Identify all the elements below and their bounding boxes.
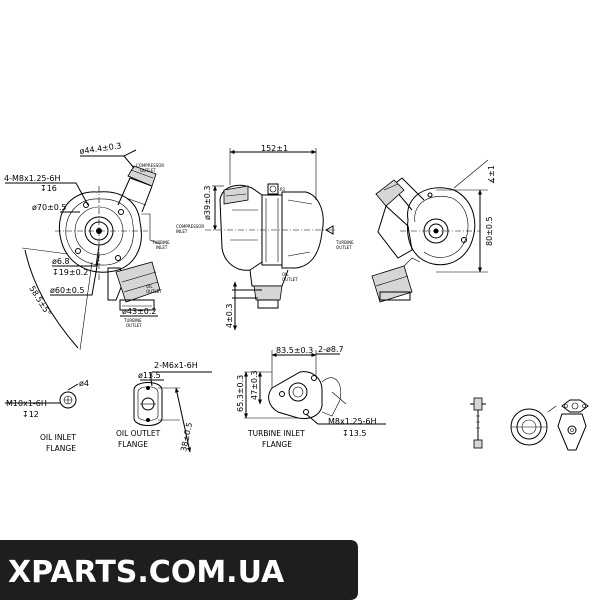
diameter-39: ø39±0.3 xyxy=(203,186,212,221)
diameter-70: ø70±0.5 xyxy=(32,203,67,212)
thread-callout: 4-M8x1.25-6H xyxy=(4,174,61,183)
oil-inlet-caption-1: OIL INLET xyxy=(40,433,76,442)
oil-outlet-label-2: OUTLET xyxy=(146,289,162,294)
oil-outlet-thread: 2-M6x1-6H xyxy=(154,361,198,370)
oil-inlet-caption-2: FLANGE xyxy=(46,444,76,453)
diameter-60: ø60±0.5 xyxy=(50,286,85,295)
thread-depth: ↧16 xyxy=(40,184,57,193)
dimension-4: 4±0.3 xyxy=(225,303,234,328)
angle-dimension: 58.5±5° xyxy=(27,284,52,317)
oil-outlet-label-1: OIL xyxy=(282,272,289,277)
flange-depth: ↧13.5 xyxy=(342,429,367,438)
diameter-43: ø43±0.2 xyxy=(122,307,157,316)
accessory-parts xyxy=(470,397,589,451)
turbine-outlet-label-1: TURBINE xyxy=(335,240,354,245)
center-view: 152±1 ø39±0.3 R1 COMPRESSOR INLET TURBIN… xyxy=(176,144,354,331)
oil-inlet-depth: ↧12 xyxy=(22,410,39,419)
turbine-outlet-label-2: OUTLET xyxy=(126,323,142,328)
turbine-flange-caption-2: FLANGE xyxy=(262,440,292,449)
dimension-80: 80±0.5 xyxy=(485,216,494,246)
right-view: ∡±1 80±0.5 xyxy=(371,159,496,303)
compressor-inlet-label-1: COMPRESSOR xyxy=(176,224,204,229)
turbine-outlet-label-2: OUTLET xyxy=(336,245,352,250)
turbine-outlet-label-1: TURBINE xyxy=(123,318,142,323)
flange-thread: M8x1.25-6H xyxy=(328,417,377,426)
outlet-label-2: OUTLET xyxy=(140,168,156,173)
flange-height: 65.3±0.3 xyxy=(236,375,245,412)
outlet-diameter: ø44.4±0.3 xyxy=(79,141,122,156)
turbine-inlet-flange: 83.5±0.3 2-ø8.7 65.3±0.3 47±0.3 M8x1.25-… xyxy=(236,345,386,449)
oil-outlet-label-2: OUTLET xyxy=(282,277,298,282)
oil-outlet-caption-1: OIL OUTLET xyxy=(116,429,161,438)
oil-outlet-flange: ø13.5 2-M6x1-6H 38±0.5 OIL OUTLET FLANGE xyxy=(116,361,212,453)
left-view: 4-M8x1.25-6H ↧16 ø44.4±0.3 COMPRESSOR OU… xyxy=(4,141,170,351)
diameter-6-8: ø6.8 xyxy=(52,257,70,266)
outlet-label-1: COMPRESSOR xyxy=(136,163,164,168)
watermark-text: XPARTS.COM.UA xyxy=(8,555,285,590)
compressor-inlet-label-2: INLET xyxy=(176,229,188,234)
flange-width: 83.5±0.3 xyxy=(276,346,313,355)
turbine-inlet-label-2: INLET xyxy=(156,245,168,250)
depth-19: ↧19±0.2 xyxy=(52,268,88,277)
turbine-inlet-label-1: TURBINE xyxy=(151,240,170,245)
oil-outlet-diameter: ø13.5 xyxy=(138,371,161,380)
oil-inlet-diameter: ø4 xyxy=(79,379,89,388)
turbine-flange-caption-1: TURBINE INLET xyxy=(247,429,305,438)
oil-outlet-label-1: OIL xyxy=(146,284,153,289)
oil-outlet-caption-2: FLANGE xyxy=(118,440,148,449)
oil-outlet-dimension: 38±0.5 xyxy=(179,422,194,453)
flange-holes: 2-ø8.7 xyxy=(318,345,344,354)
oil-inlet-flange: ø4 M10x1-6H ↧12 OIL INLET FLANGE xyxy=(5,379,89,453)
oil-inlet-thread: M10x1-6H xyxy=(6,399,47,408)
radius-callout: R1 xyxy=(280,187,286,192)
flange-offset: 47±0.3 xyxy=(250,370,259,400)
length-152: 152±1 xyxy=(261,144,288,153)
watermark-banner: XPARTS.COM.UA xyxy=(0,540,358,600)
dimension-r: ∡±1 xyxy=(487,165,496,184)
